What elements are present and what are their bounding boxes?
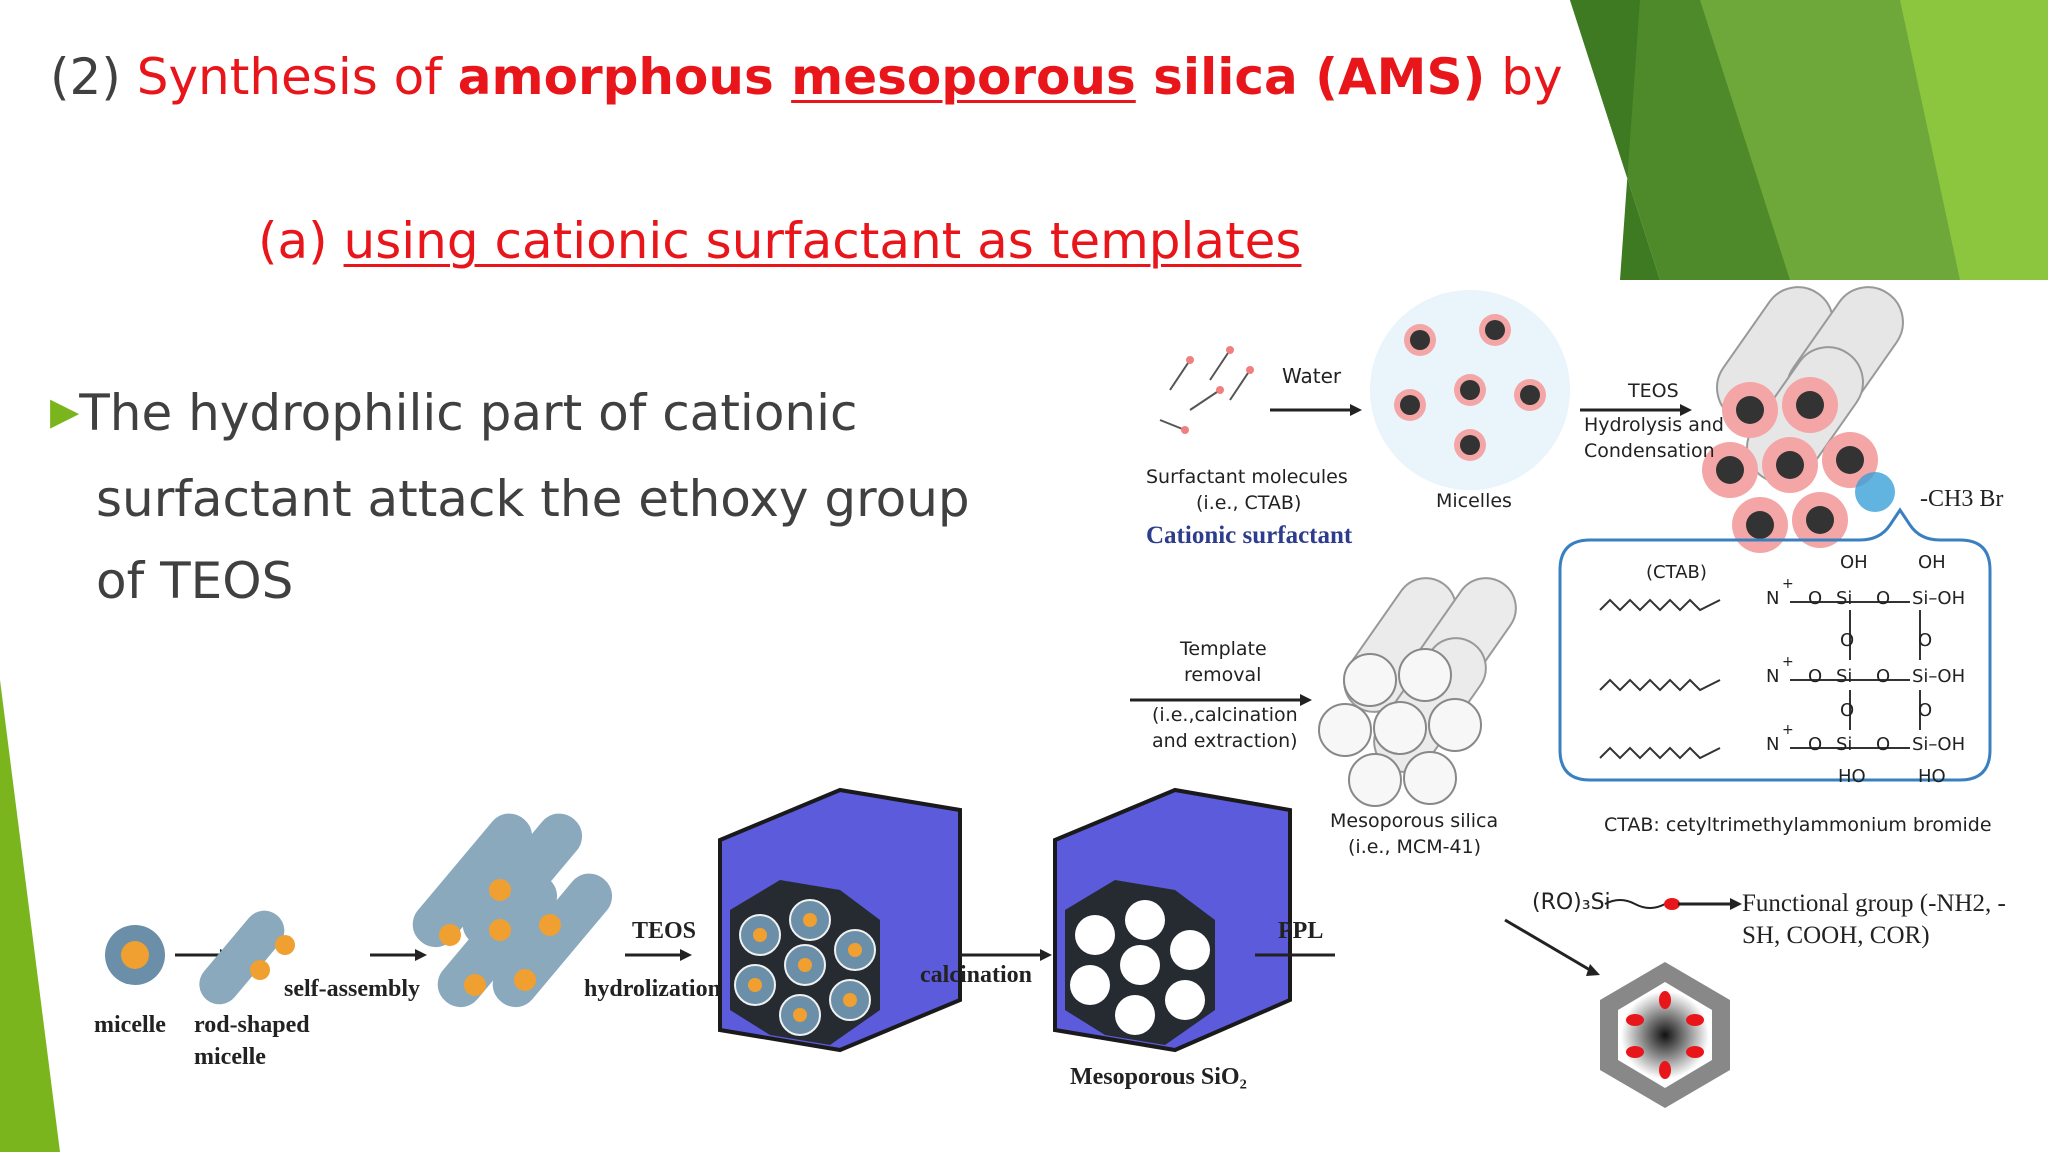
ctab-tag: (CTAB) [1646,562,1707,583]
extraction-note: and extraction) [1152,730,1298,752]
o-label-8: O [1918,630,1933,651]
slide-subtitle: (a) using cationic surfactant as templat… [258,212,1302,270]
calcination-label: calcination [920,962,1032,988]
plus-label-3: + [1782,722,1794,738]
rod-micelle-label: micelle [194,1044,266,1070]
ctab-caption: CTAB: cetyltrimethylammonium bromide [1604,814,1992,836]
sioh-label-1: Si–OH [1912,588,1966,609]
removal-label: removal [1184,664,1262,686]
slide-title: (2) Synthesis of amorphous mesoporous si… [50,48,1563,106]
o-label-7: O [1840,630,1855,651]
oh-label-1: OH [1840,552,1868,573]
o-label-9: O [1840,700,1855,721]
nitrogen-label-3: N [1766,734,1780,755]
functional-group-label-2: SH, COOH, COR) [1742,922,1930,949]
surfactant-label: Surfactant molecules [1146,466,1348,488]
plus-label-2: + [1782,654,1794,670]
o-label-6: O [1876,734,1891,755]
bullet-text: ▶The hydrophilic part of cationic surfac… [50,384,970,610]
o-label-5: O [1876,666,1891,687]
si-label-1: Si [1836,588,1853,609]
nitrogen-label-2: N [1766,666,1780,687]
o-label-1: O [1808,588,1823,609]
plus-label-1: + [1782,576,1794,592]
hydrolysis-label: Hydrolysis and [1584,414,1724,436]
ro3si-label: (RO)₃Si [1532,890,1611,915]
o-label-3: O [1808,734,1823,755]
ctab-label: (i.e., CTAB) [1196,492,1302,514]
teos-bottom-label: TEOS [632,918,697,944]
sioh-label-3: Si–OH [1912,734,1966,755]
si-label-2: Si [1836,666,1853,687]
calcination-note: (i.e.,calcination [1152,704,1298,726]
template-label: Template [1180,638,1267,660]
o-label-2: O [1808,666,1823,687]
o-label-4: O [1876,588,1891,609]
hydrolization-label: hydrolization [584,976,721,1002]
o-label-10: O [1918,700,1933,721]
self-assembly-label: self-assembly [284,976,420,1002]
condensation-label: Condensation [1584,440,1715,462]
ch3br-label: -CH3 Br [1920,486,2004,512]
mesoporous-silica-label: Mesoporous silica [1330,810,1499,832]
functional-group-label: Functional group (-NH2, - [1742,890,2006,917]
functionalization-diagram [1504,898,1742,1108]
micelles-label: Micelles [1436,490,1512,512]
nitrogen-label-1: N [1766,588,1780,609]
ppl-label: PPL [1278,918,1324,944]
bullet-arrow-icon: ▶ [50,389,80,433]
oh-label-2: OH [1918,552,1946,573]
mcm41-synthesis-diagram [1130,286,1992,807]
si-label-3: Si [1836,734,1853,755]
cationic-surfactant-label: Cationic surfactant [1146,522,1353,549]
mcm41-label: (i.e., MCM-41) [1348,836,1482,858]
sba15-synthesis-diagram [105,787,1335,1053]
ho-label-1: HO [1838,766,1866,787]
micelle-label: micelle [94,1012,166,1038]
teos-label: TEOS [1628,380,1679,402]
ho-label-2: HO [1918,766,1946,787]
water-label: Water [1282,364,1342,388]
rod-shaped-label: rod-shaped [194,1012,310,1038]
sioh-label-2: Si–OH [1912,666,1966,687]
mesoporous-sio2-label: Mesoporous SiO₂ [1070,1064,1247,1090]
